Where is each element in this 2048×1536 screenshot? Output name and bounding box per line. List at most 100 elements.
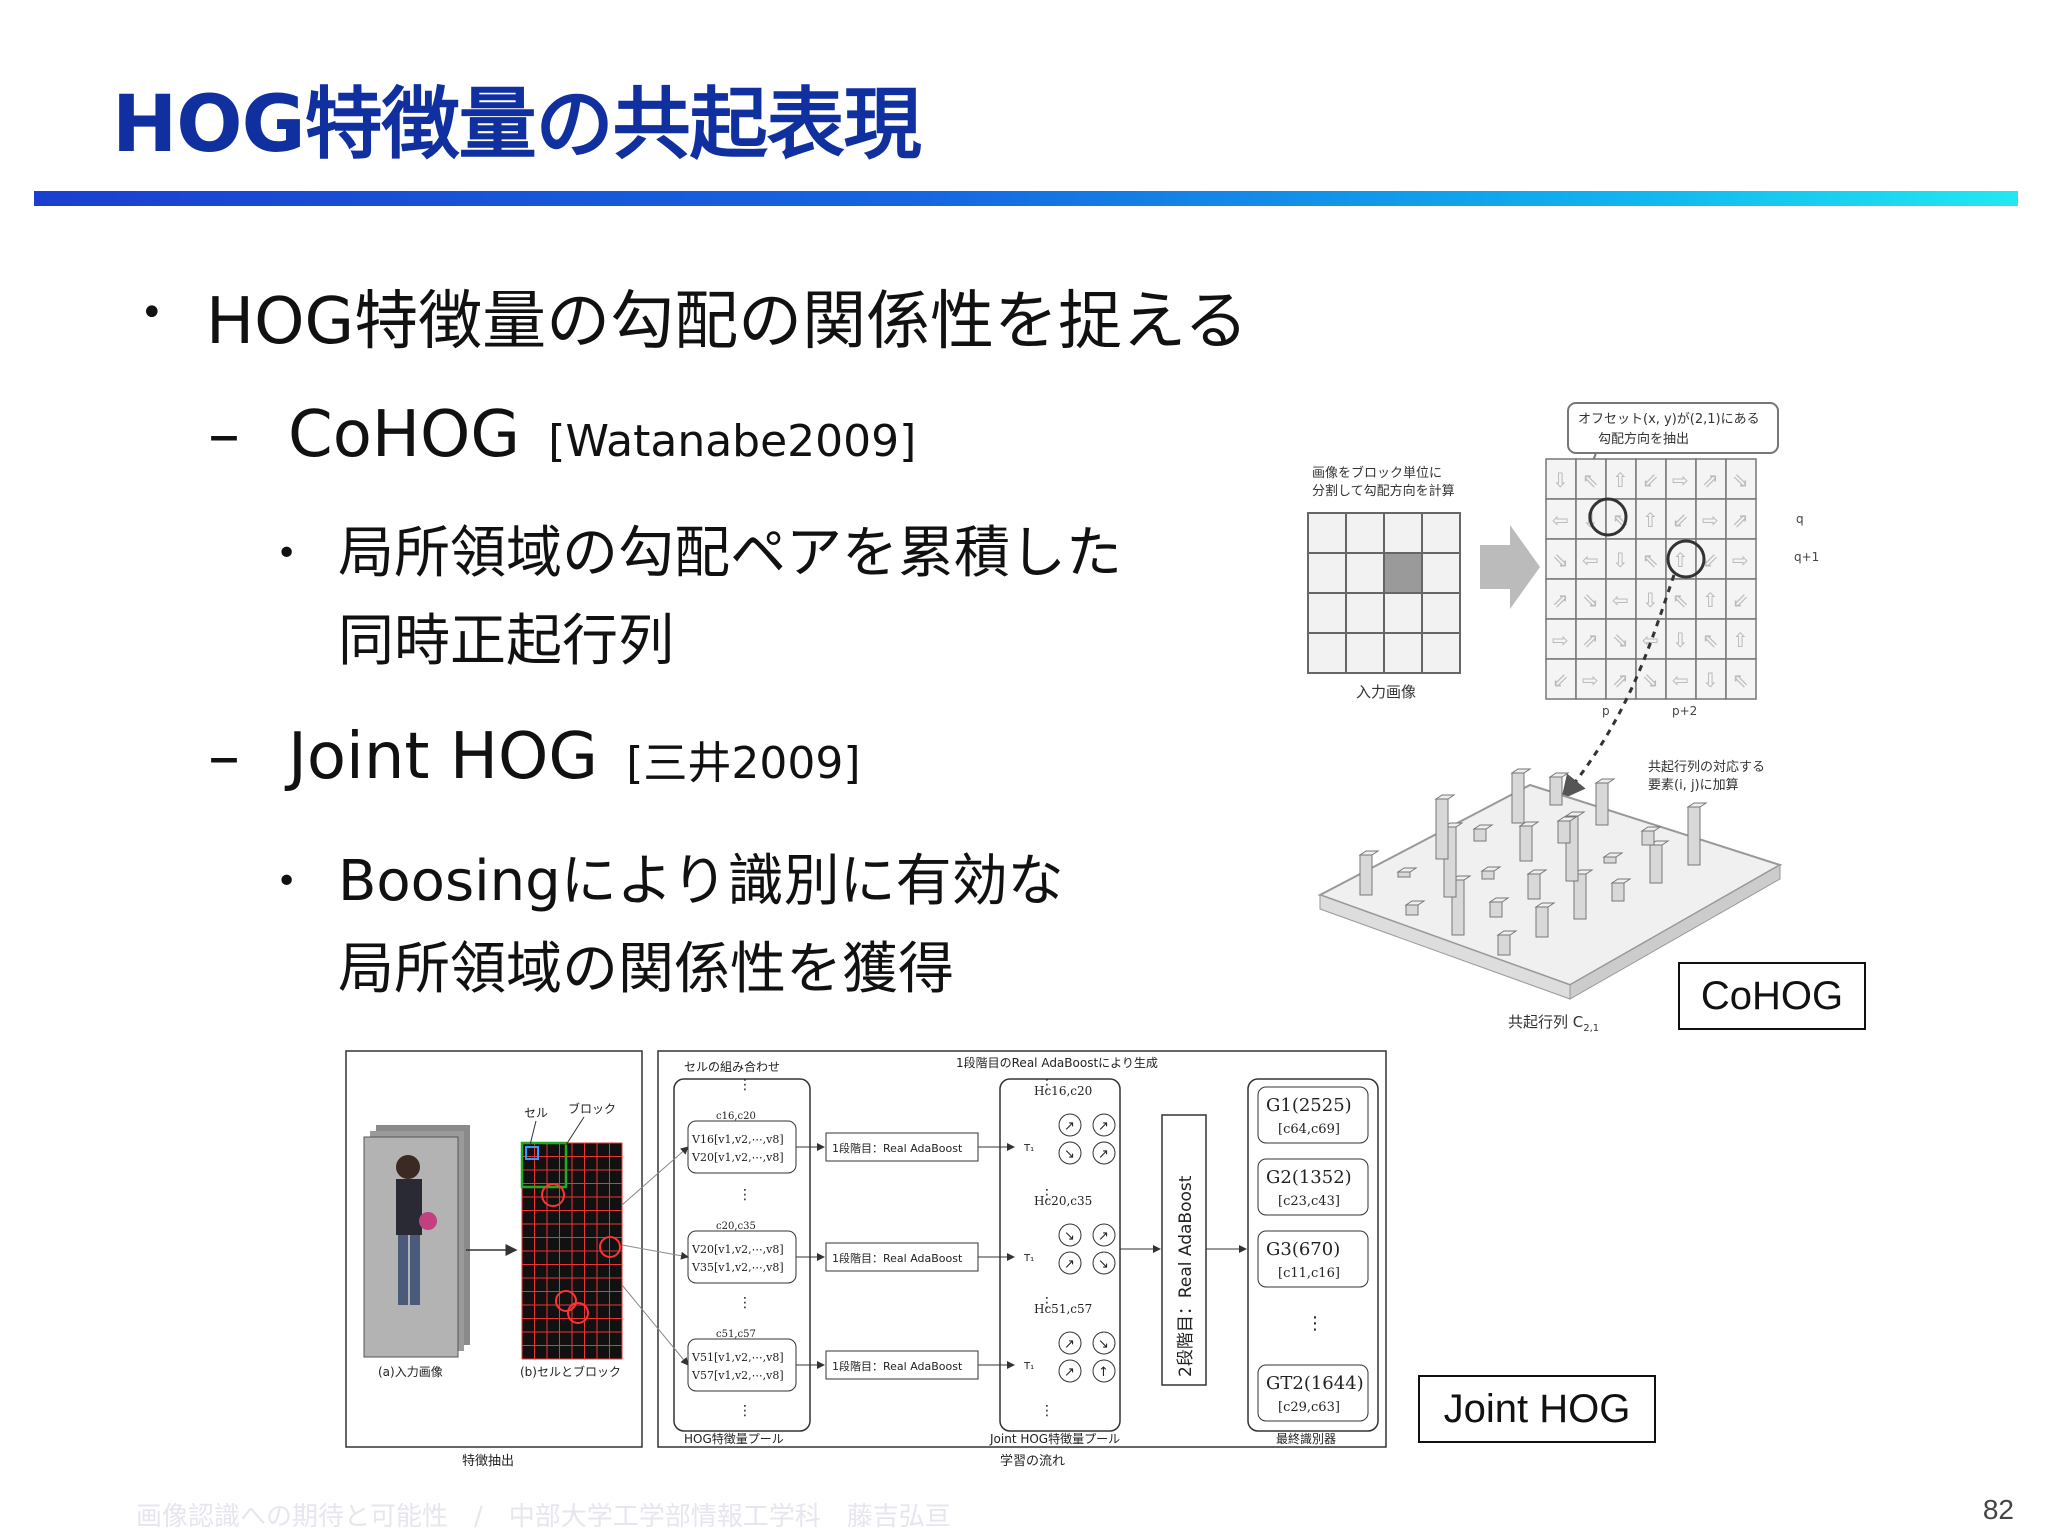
gradient-cell xyxy=(1695,658,1727,700)
input-caption: (a)入力画像 xyxy=(378,1365,443,1379)
gradient-arrow-icon: ⇙ xyxy=(1552,668,1569,692)
final-cells: [c11,c16] xyxy=(1278,1266,1340,1281)
matrix-bar xyxy=(1511,772,1525,824)
bullet-joint: – Joint HOG [三井2009] xyxy=(208,720,861,794)
input-cell xyxy=(1307,552,1347,594)
gradient-cell xyxy=(1635,538,1667,580)
gradient-grid: ⇩⇖⇧⇙⇨⇗⇘⇦⇩⇖⇧⇙⇨⇗⇘⇦⇩⇖⇧⇙⇨⇗⇘⇦⇩⇖⇧⇙⇨⇗⇘⇦⇩⇖⇧⇙⇨⇗⇘⇦… xyxy=(1545,458,1757,700)
gradient-arrow-icon: ⇦ xyxy=(1582,548,1599,572)
matrix-bar xyxy=(1405,904,1419,916)
svg-text:共起行列 C2,1: 共起行列 C2,1 xyxy=(1508,1013,1599,1034)
final-cells: [c64,c69] xyxy=(1278,1122,1340,1137)
gradient-cell xyxy=(1545,658,1577,700)
matrix-bar-top xyxy=(1548,772,1570,778)
gradient-circle xyxy=(1058,1331,1082,1355)
pair-label: c51,c57 xyxy=(716,1329,756,1340)
gradient-arrow-icon: ⇗ xyxy=(1582,628,1599,652)
pair-vector: V35[v1,v2,⋯,v8] xyxy=(691,1261,784,1274)
offset-callout-2: 勾配方向を抽出 xyxy=(1598,431,1689,447)
cell-block-caption: (b)セルとブロック xyxy=(520,1364,621,1379)
gradient-arrow-icon: ⇘ xyxy=(1552,548,1569,572)
input-cell xyxy=(1383,552,1423,594)
joint-feature-label: Hc16,c20 xyxy=(1034,1084,1092,1098)
gradient-arrow-icon: ⇨ xyxy=(1672,468,1689,492)
joint-pool-label: Joint HOG特徴量プール xyxy=(989,1431,1120,1446)
cell-marker xyxy=(525,1146,539,1160)
gradient-arrow-icon: ↘ xyxy=(1098,1337,1109,1352)
gradient-arrow-icon: ⇙ xyxy=(1732,588,1749,612)
gradient-arrow-icon: ↗ xyxy=(1098,1147,1109,1162)
gradient-arrow-icon: ⇗ xyxy=(1702,468,1719,492)
bullet-cohog-desc: • 局所領域の勾配ペアを累積した 同時正起行列 xyxy=(276,510,1122,686)
cohog-ref: [Watanabe2009] xyxy=(548,416,917,467)
final-g: G2(1352) xyxy=(1266,1167,1352,1188)
matrix-bar xyxy=(1489,901,1503,918)
gradient-arrow-icon: ⇨ xyxy=(1582,668,1599,692)
gradient-arrow-icon: ⇖ xyxy=(1672,588,1689,612)
gradient-arrow-icon: ⇧ xyxy=(1702,588,1719,612)
boost-box xyxy=(825,1132,979,1162)
pair-vector: V20[v1,v2,⋯,v8] xyxy=(691,1243,784,1256)
input-cell xyxy=(1421,552,1461,594)
title-underline xyxy=(34,191,2018,206)
matrix-label: 共起行列 C xyxy=(1508,1013,1583,1031)
axis-q: q xyxy=(1796,512,1804,526)
gradient-cell xyxy=(1575,578,1607,620)
block-label: ブロック xyxy=(568,1101,616,1116)
gradient-cell xyxy=(1725,658,1757,700)
gradient-arrow-icon: ⇩ xyxy=(1642,588,1659,612)
input-cell xyxy=(1345,592,1385,634)
joint-name: Joint HOG xyxy=(288,720,598,794)
gradient-arrow-icon: ⇙ xyxy=(1672,508,1689,532)
matrix-bar xyxy=(1535,906,1549,938)
cooc-note-1: 共起行列の対応する xyxy=(1648,760,1765,775)
gradient-circle xyxy=(1092,1223,1116,1247)
gradient-arrow-icon: ↗ xyxy=(1064,1119,1075,1134)
cohog-name: CoHOG xyxy=(288,398,520,472)
input-cell xyxy=(1421,592,1461,634)
gradient-arrow-icon: ⇧ xyxy=(1732,628,1749,652)
joint-ref: [三井2009] xyxy=(626,738,861,789)
dots: ⋮ xyxy=(738,1187,752,1203)
gradient-cell xyxy=(1695,458,1727,500)
section-learn: 学習の流れ xyxy=(1000,1453,1065,1469)
gradient-arrow-icon: ⇘ xyxy=(1732,468,1749,492)
pair-label: c16,c20 xyxy=(716,1111,756,1122)
gradient-arrow-icon: ⇘ xyxy=(1612,628,1629,652)
matrix-bar xyxy=(1649,844,1663,884)
gradient-cell xyxy=(1665,538,1697,580)
connector-arrow xyxy=(621,1244,689,1260)
gradient-arrow-icon: ↗ xyxy=(1064,1365,1075,1380)
boost-box xyxy=(825,1350,979,1380)
boost-label: 1段階目：Real AdaBoost xyxy=(832,1141,963,1155)
final-label: 最終識別器 xyxy=(1276,1431,1336,1446)
gradient-arrow-icon: ⇦ xyxy=(1672,668,1689,692)
gradient-arrow-icon: ⇨ xyxy=(1702,508,1719,532)
cohog-desc-line2: 同時正起行列 xyxy=(338,609,674,674)
axis-p: p xyxy=(1602,704,1610,718)
matrix-bar xyxy=(1527,873,1541,900)
gradient-circle xyxy=(1058,1141,1082,1165)
final-box xyxy=(1257,1086,1369,1144)
final-g: GT2(1644) xyxy=(1266,1373,1364,1394)
matrix-bar xyxy=(1359,854,1373,896)
pair-vector: V57[v1,v2,⋯,v8] xyxy=(691,1369,784,1382)
matrix-bar-top xyxy=(1686,802,1708,808)
boost-label: 1段階目：Real AdaBoost xyxy=(832,1359,963,1373)
matrix-bar-top xyxy=(1358,850,1380,856)
cohog-label-box: CoHOG xyxy=(1678,962,1866,1030)
gradient-arrow-icon: ⇖ xyxy=(1732,668,1749,692)
matrix-bar-top xyxy=(1556,816,1578,822)
input-cell xyxy=(1383,592,1423,634)
dots: ⋮ xyxy=(1040,1077,1054,1093)
joint-hog-figure: セル ブロック (a)入力画像 (b)セルとブロック 特徴抽出 セルの組み合わせ… xyxy=(345,1050,1387,1469)
boost-box xyxy=(825,1242,979,1272)
gradient-arrow-icon: ⇦ xyxy=(1612,588,1629,612)
cell-label: セル xyxy=(524,1106,548,1120)
cohog-desc-line1: 局所領域の勾配ペアを累積した xyxy=(338,521,1122,586)
matrix-bar xyxy=(1549,776,1563,806)
block-note-2: 分割して勾配方向を計算 xyxy=(1312,483,1455,499)
input-image-label: 入力画像 xyxy=(1356,683,1416,701)
cell-combo-label: セルの組み合わせ xyxy=(684,1059,780,1074)
pair-box xyxy=(687,1120,797,1174)
